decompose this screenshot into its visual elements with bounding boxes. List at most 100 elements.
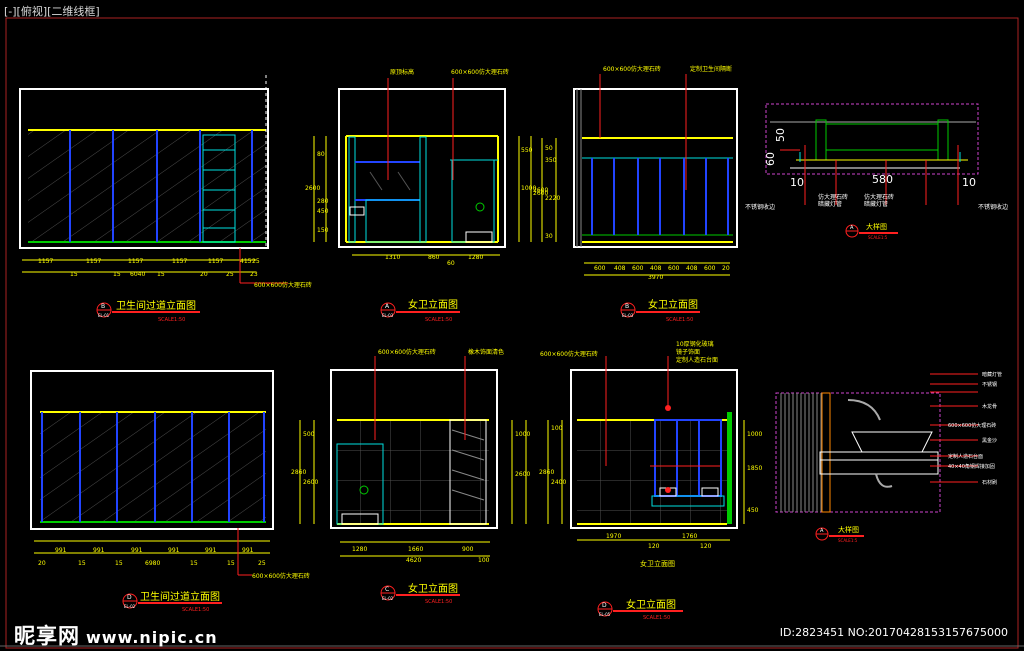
dim-2a-b3: 15 — [115, 560, 123, 567]
dim-1c-b3: 600 — [632, 265, 644, 272]
title-block-2a: D EL-02 卫生间过道立面图 SCALE1:50 — [122, 590, 222, 613]
dim-1b-l3: 280 — [317, 198, 329, 205]
dim-2a-1: 991 — [55, 547, 67, 554]
note-2c-3: 镜子饰面 — [676, 348, 700, 356]
dim-2c-b2: 120 — [648, 543, 660, 550]
note-2c-2: 10厚钢化玻璃 — [676, 340, 714, 348]
dim-1b-r3: 2600 — [533, 190, 548, 197]
elevation-bathroom-1c — [541, 74, 738, 276]
dim-2a-b1: 20 — [38, 560, 46, 567]
title-1c-code: B — [625, 303, 629, 310]
title-1b-sheet: EL-03 — [382, 313, 394, 318]
note-2d-3: 木龙骨 — [982, 403, 997, 410]
title-block-1d: A 大样图 SCALE1:5 — [845, 222, 898, 240]
dim-1a-b4: 15 — [157, 271, 165, 278]
dim-2a-b4: 6980 — [145, 560, 160, 567]
title-2d: 大样图 — [838, 525, 859, 534]
dim-1b-r1: 550 — [521, 147, 533, 154]
dim-1c-l3: 2600 — [533, 187, 548, 194]
title-2c: 女卫立面图 — [626, 598, 676, 611]
dim-1a-b2: 15 — [113, 271, 121, 278]
note-1d-2: 仿大理石砖 — [818, 193, 848, 201]
title-block-2b: C EL-02 女卫立面图 SCALE1:50 — [380, 582, 460, 605]
title-1d-code: A — [850, 225, 854, 231]
title-2d-code: A — [820, 528, 824, 534]
dim-1b-b1: 1310 — [385, 254, 400, 261]
dim-2b-b3: 4620 — [406, 557, 421, 564]
dim-2b-l3: 2600 — [303, 479, 318, 486]
scale-1b: SCALE1:50 — [425, 317, 452, 323]
dim-2b-r2: 1000 — [515, 431, 530, 438]
dim-2b-b2: 1660 — [408, 546, 423, 553]
elevation-corridor-2 — [30, 370, 274, 576]
dim-2c-l2: 2860 — [539, 469, 554, 476]
watermark-url: www.nipic.cn — [86, 628, 218, 647]
note-1c-1: 600×600仿大理石砖 — [603, 65, 661, 73]
note-2d-4: 600×600仿大理石砖 — [948, 422, 996, 429]
watermark-id: ID:2823451 NO:20170428153157675000 — [779, 626, 1008, 639]
note-1b-1: 原顶标高 — [390, 68, 414, 76]
watermark-brand: 昵享网 www.nipic.cn — [14, 620, 218, 650]
dim-2b-r1: 2600 — [515, 471, 530, 478]
viewport-label[interactable]: [-][俯视][二维线框] — [4, 5, 100, 18]
elevation-bathroom-2c — [547, 356, 745, 541]
dim-2b-l1: 500 — [303, 431, 315, 438]
dim-2a-6: 991 — [242, 547, 254, 554]
dim-2c-l1: 100 — [551, 425, 563, 432]
dim-1a-b7: 23 — [250, 271, 258, 278]
scale-1c: SCALE1:50 — [666, 317, 693, 323]
dim-1b-b3: 1280 — [468, 254, 483, 261]
dim-2a-5: 991 — [205, 547, 217, 554]
elevation-corridor-1 — [19, 75, 288, 284]
dim-1a-7: 25 — [252, 258, 260, 265]
title-1a: 卫生间过道立面图 — [116, 299, 196, 312]
dim-2b-b4: 900 — [462, 546, 474, 553]
title-1a-code: B — [101, 303, 105, 310]
dim-1b-l2: 2600 — [305, 185, 320, 192]
watermark-brand-text: 昵享网 — [14, 624, 80, 648]
dim-1a-5: 1157 — [208, 258, 223, 265]
detail-vanity-2d — [775, 373, 978, 513]
dim-1d-5: 10 — [962, 176, 976, 189]
dim-1a-6: 415 — [240, 258, 252, 265]
dim-2a-2: 991 — [93, 547, 105, 554]
dim-1a-b5: 20 — [200, 271, 208, 278]
dim-1a-2: 1157 — [86, 258, 101, 265]
dim-1a-b1: 15 — [70, 271, 78, 278]
dim-2b-l2: 2860 — [291, 469, 306, 476]
dim-1c-l4: 2220 — [545, 195, 560, 202]
note-2c-4: 定制人造石台面 — [676, 356, 718, 364]
title-2a-sheet: EL-02 — [124, 604, 136, 609]
elevation-bathroom-2b — [299, 356, 527, 557]
dim-1c-b6: 408 — [686, 265, 698, 272]
dim-2a-b5: 15 — [190, 560, 198, 567]
dim-1c-l2: 350 — [545, 157, 557, 164]
dim-1a-4: 1157 — [172, 258, 187, 265]
dim-1b-l1: 80 — [317, 151, 325, 158]
note-2d-2: 不锈钢 — [982, 381, 997, 388]
note-2d-6: 定制人造石台面 — [948, 453, 983, 460]
dim-1b-b2: 860 — [428, 254, 440, 261]
caption-2c: 女卫立面图 — [640, 559, 675, 568]
title-2b-code: C — [385, 586, 389, 593]
note-2d-8: 石材刷 — [982, 479, 997, 486]
detail-ceiling-1d — [765, 103, 979, 205]
note-1b-2: 600×600仿大理石砖 — [451, 68, 509, 76]
note-2c-1: 600×600仿大理石砖 — [540, 350, 598, 358]
scale-2a: SCALE1:50 — [182, 607, 209, 613]
title-2a: 卫生间过道立面图 — [140, 590, 220, 603]
title-1d: 大样图 — [866, 222, 887, 231]
dim-1b-l4: 450 — [317, 208, 329, 215]
scale-1a: SCALE1:50 — [158, 317, 185, 323]
dim-1a-b3: 6040 — [130, 271, 145, 278]
dim-2a-b2: 15 — [78, 560, 86, 567]
title-2b: 女卫立面图 — [408, 582, 458, 595]
note-1d-4: 仿大理石砖 — [864, 193, 894, 201]
dim-1c-b2: 408 — [614, 265, 626, 272]
dim-1c-b1: 600 — [594, 265, 606, 272]
note-2b-2: 橡木饰面清色 — [468, 348, 504, 356]
dim-1c-b5: 600 — [668, 265, 680, 272]
scale-2b: SCALE1:50 — [425, 599, 452, 605]
title-1c-sheet: EL-03 — [622, 313, 634, 318]
